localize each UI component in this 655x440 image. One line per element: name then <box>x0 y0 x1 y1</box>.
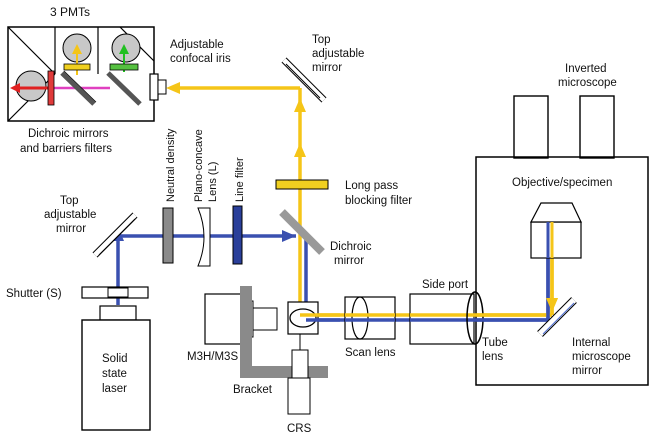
neutral-density-filter <box>162 207 174 264</box>
objective <box>530 202 582 259</box>
label-pmts: 3 PMTs <box>50 5 90 19</box>
label-laser-1: Solid <box>102 353 128 365</box>
tube-lens <box>466 291 484 345</box>
yellow-barrier-filter <box>63 63 91 71</box>
confocal-iris <box>149 73 159 101</box>
label-line-filter: Line filter <box>234 157 246 202</box>
label-scan-lens: Scan lens <box>345 347 396 359</box>
label-top-mirror-right-3: mirror <box>312 62 342 74</box>
label-long-pass-2: blocking filter <box>345 195 412 207</box>
microscope-eyepiece-left <box>513 95 549 159</box>
dichroic-inner-1-edge <box>63 70 97 103</box>
long-pass-filter <box>275 179 329 190</box>
scan-mirror <box>289 308 317 328</box>
dichroic-inner-2 <box>106 71 142 106</box>
label-plano-concave-1: Plano-concave <box>193 129 205 202</box>
label-dichroic-filters-2: and barriers filters <box>20 143 112 155</box>
label-objective: Objective/specimen <box>512 177 612 189</box>
laser-body <box>81 319 151 431</box>
label-side-port: Side port <box>422 279 469 291</box>
laser-head <box>99 305 137 321</box>
dichroic-inner-1 <box>60 71 96 106</box>
label-laser-2: state <box>102 368 127 380</box>
label-inverted-1: Inverted <box>565 63 607 75</box>
label-tube-lens-2: lens <box>482 351 503 363</box>
label-dichroic-1: Dichroic <box>330 241 372 253</box>
green-barrier-filter <box>109 63 139 71</box>
label-top-mirror-left-3: mirror <box>56 223 86 235</box>
label-laser-3: laser <box>102 383 127 395</box>
label-top-mirror-right-2: adjustable <box>312 48 364 60</box>
label-dichroic-filters-1: Dichroic mirrors <box>28 128 109 140</box>
label-long-pass-1: Long pass <box>345 180 398 192</box>
label-top-mirror-left-1: Top <box>60 195 79 207</box>
arrow-red <box>10 83 20 93</box>
label-internal-mirror-2: microscope <box>572 351 631 363</box>
label-crs: CRS <box>287 423 312 435</box>
microscope-eyepiece-right <box>579 95 615 159</box>
line-filter <box>232 205 243 265</box>
label-internal-mirror-1: Internal <box>572 337 610 349</box>
label-m3h: M3H/M3S <box>187 351 238 363</box>
label-top-mirror-left-2: adjustable <box>44 209 96 221</box>
label-neutral-density: Neutral density <box>165 128 177 202</box>
plano-concave-lens <box>197 207 211 267</box>
label-dichroic-2: mirror <box>334 255 364 267</box>
label-inverted-2: microscope <box>558 77 617 89</box>
dichroic-mirror <box>279 209 325 255</box>
label-tube-lens-1: Tube <box>482 337 508 349</box>
label-iris-2: confocal iris <box>170 53 231 65</box>
m3h-block <box>204 293 244 345</box>
microscope-body <box>475 156 649 386</box>
pmt-left <box>15 70 47 102</box>
label-shutter: Shutter (S) <box>6 288 62 300</box>
label-top-mirror-right-1: Top <box>312 34 331 46</box>
arrow-yellow-up <box>72 44 82 54</box>
bracket[interactable] <box>240 286 328 378</box>
red-barrier-filter <box>47 70 55 106</box>
arrow-green-up <box>119 44 129 54</box>
label-internal-mirror-3: mirror <box>572 365 602 377</box>
label-plano-concave-2: Lens (L) <box>207 162 219 202</box>
label-iris-1: Adjustable <box>170 39 224 51</box>
label-bracket: Bracket <box>233 384 273 396</box>
